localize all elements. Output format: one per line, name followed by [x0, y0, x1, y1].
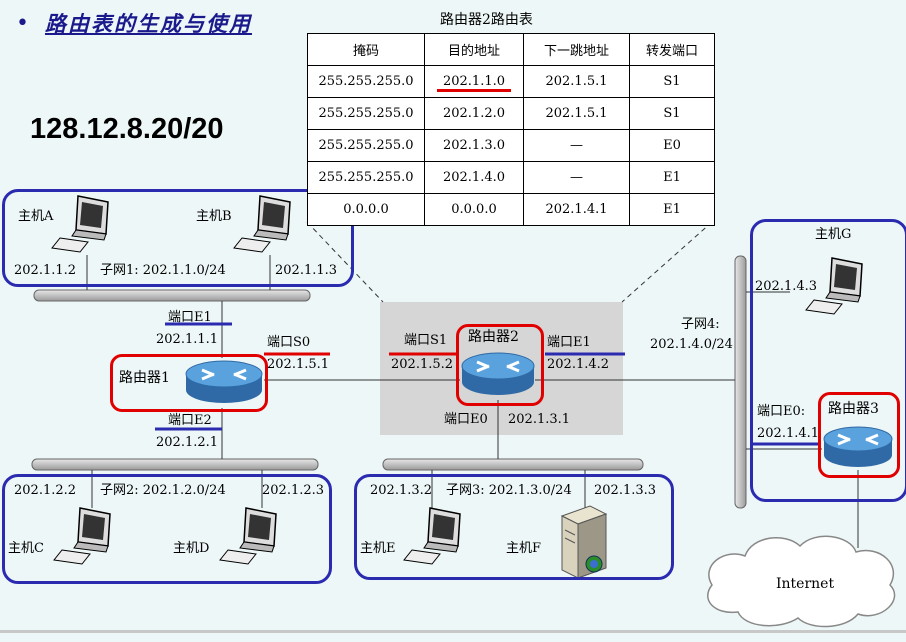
r2-s1-label: 端口S1: [404, 333, 448, 348]
subnet4-name: 子网4:: [681, 317, 720, 332]
footer-divider: [0, 630, 906, 633]
cell: 202.1.4.0: [424, 161, 524, 194]
router1-outline: [110, 354, 268, 412]
router3-label: 路由器3: [828, 401, 879, 417]
routing-table: 掩码 目的地址 下一跳地址 转发端口 255.255.255.0 202.1.1…: [307, 33, 715, 226]
cell: 202.1.5.1: [523, 65, 630, 98]
internet-cloud-icon: [707, 535, 896, 628]
computer-icon-c: [53, 507, 111, 565]
cell: —: [523, 129, 630, 162]
r2-s1-ip: 202.1.5.2: [391, 357, 454, 372]
subnet1-group: [2, 189, 354, 287]
r1-e2-ip: 202.1.2.1: [156, 435, 219, 450]
host-a-label: 主机A: [18, 209, 54, 224]
cell: S1: [629, 65, 715, 98]
zoom-line-right: [621, 221, 713, 303]
router1-label: 路由器1: [119, 370, 170, 386]
header-dest: 目的地址: [424, 33, 524, 66]
host-c-label: 主机C: [8, 541, 44, 556]
subnet3-group: [354, 474, 674, 580]
r1-s0-ip: 202.1.5.1: [267, 357, 330, 372]
router3-icon: [823, 426, 893, 467]
header-mask: 掩码: [307, 33, 425, 66]
r3-e0-label: 端口E0:: [757, 404, 806, 419]
computer-icon-b: [233, 195, 291, 253]
host-f-label: 主机F: [506, 541, 542, 556]
r1-e1-ip: 202.1.1.1: [156, 332, 219, 347]
host-a-ip: 202.1.1.2: [14, 263, 77, 278]
bus-subnet2: [31, 458, 319, 471]
bus-subnet3: [382, 458, 644, 471]
subnet4-addr: 202.1.4.0/24: [650, 337, 733, 352]
r1-e1-label: 端口E1: [168, 310, 212, 325]
subnet2-group: [2, 474, 332, 584]
internet-label: Internet: [776, 576, 835, 592]
router1-icon: [185, 360, 263, 403]
r2-e0-label: 端口E0: [444, 412, 488, 427]
host-d-ip: 202.1.2.3: [262, 483, 325, 498]
table-row: 255.255.255.0 202.1.2.0 202.1.5.1 S1: [307, 97, 715, 130]
cell: E1: [629, 161, 715, 194]
r2-e1-label: 端口E1: [547, 335, 591, 350]
zoom-line-left: [306, 221, 384, 303]
r2-e0-ip: 202.1.3.1: [508, 412, 571, 427]
r3-e0-ip: 202.1.4.1: [757, 426, 820, 441]
highlighted-dest: 202.1.1.0: [436, 74, 512, 92]
host-f-ip: 202.1.3.3: [594, 483, 657, 498]
table-row: 255.255.255.0 202.1.4.0 — E1: [307, 161, 715, 194]
computer-icon-g: [805, 257, 863, 315]
cell: —: [523, 161, 630, 194]
router2-icon: [461, 352, 535, 395]
cell: 0.0.0.0: [307, 193, 425, 226]
server-icon-f: [560, 505, 608, 579]
host-d-label: 主机D: [173, 541, 210, 556]
subnet1-label: 子网1: 202.1.1.0/24: [100, 263, 226, 278]
host-b-label: 主机B: [196, 209, 232, 224]
cell-highlight: 202.1.1.0: [424, 65, 524, 98]
computer-icon-d: [219, 507, 277, 565]
cell: 202.1.5.1: [523, 97, 630, 130]
cell: 202.1.3.0: [424, 129, 524, 162]
cell: 255.255.255.0: [307, 65, 425, 98]
router3-outline: [818, 392, 900, 478]
r1-s0-label: 端口S0: [267, 335, 311, 350]
host-g-ip: 202.1.4.3: [755, 279, 818, 294]
host-c-ip: 202.1.2.2: [14, 483, 77, 498]
table-row: 0.0.0.0 0.0.0.0 202.1.4.1 E1: [307, 193, 715, 226]
computer-icon-e: [403, 507, 461, 565]
big-ip-label: 128.12.8.20/20: [30, 113, 224, 145]
cell: 255.255.255.0: [307, 97, 425, 130]
host-b-ip: 202.1.1.3: [275, 263, 338, 278]
table-row: 255.255.255.0 202.1.3.0 — E0: [307, 129, 715, 162]
cell: 202.1.2.0: [424, 97, 524, 130]
routing-table-header: 掩码 目的地址 下一跳地址 转发端口: [307, 33, 715, 66]
title-row: • 路由表的生成与使用: [16, 8, 252, 38]
subnet2-label: 子网2: 202.1.2.0/24: [100, 483, 226, 498]
cell: 255.255.255.0: [307, 129, 425, 162]
r2-e1-ip: 202.1.4.2: [547, 357, 610, 372]
table-row: 255.255.255.0 202.1.1.0 202.1.5.1 S1: [307, 65, 715, 98]
host-g-label: 主机G: [815, 227, 852, 242]
router2-label: 路由器2: [468, 329, 519, 345]
cell: E1: [629, 193, 715, 226]
bus-subnet1: [33, 289, 311, 302]
cell: E0: [629, 129, 715, 162]
cell: 202.1.4.1: [523, 193, 630, 226]
header-port: 转发端口: [629, 33, 715, 66]
host-e-label: 主机E: [360, 541, 396, 556]
cell: S1: [629, 97, 715, 130]
r1-e2-label: 端口E2: [168, 413, 212, 428]
subnet3-label: 子网3: 202.1.3.0/24: [446, 483, 572, 498]
computer-icon-a: [51, 195, 109, 253]
cell: 0.0.0.0: [424, 193, 524, 226]
routing-table-title: 路由器2路由表: [440, 12, 533, 28]
router2-outline: [456, 324, 544, 406]
page-title: 路由表的生成与使用: [44, 12, 252, 36]
header-nexthop: 下一跳地址: [523, 33, 630, 66]
host-e-ip: 202.1.3.2: [370, 483, 433, 498]
cell: 255.255.255.0: [307, 161, 425, 194]
bullet-icon: •: [16, 10, 29, 36]
bus-subnet4: [734, 255, 747, 509]
